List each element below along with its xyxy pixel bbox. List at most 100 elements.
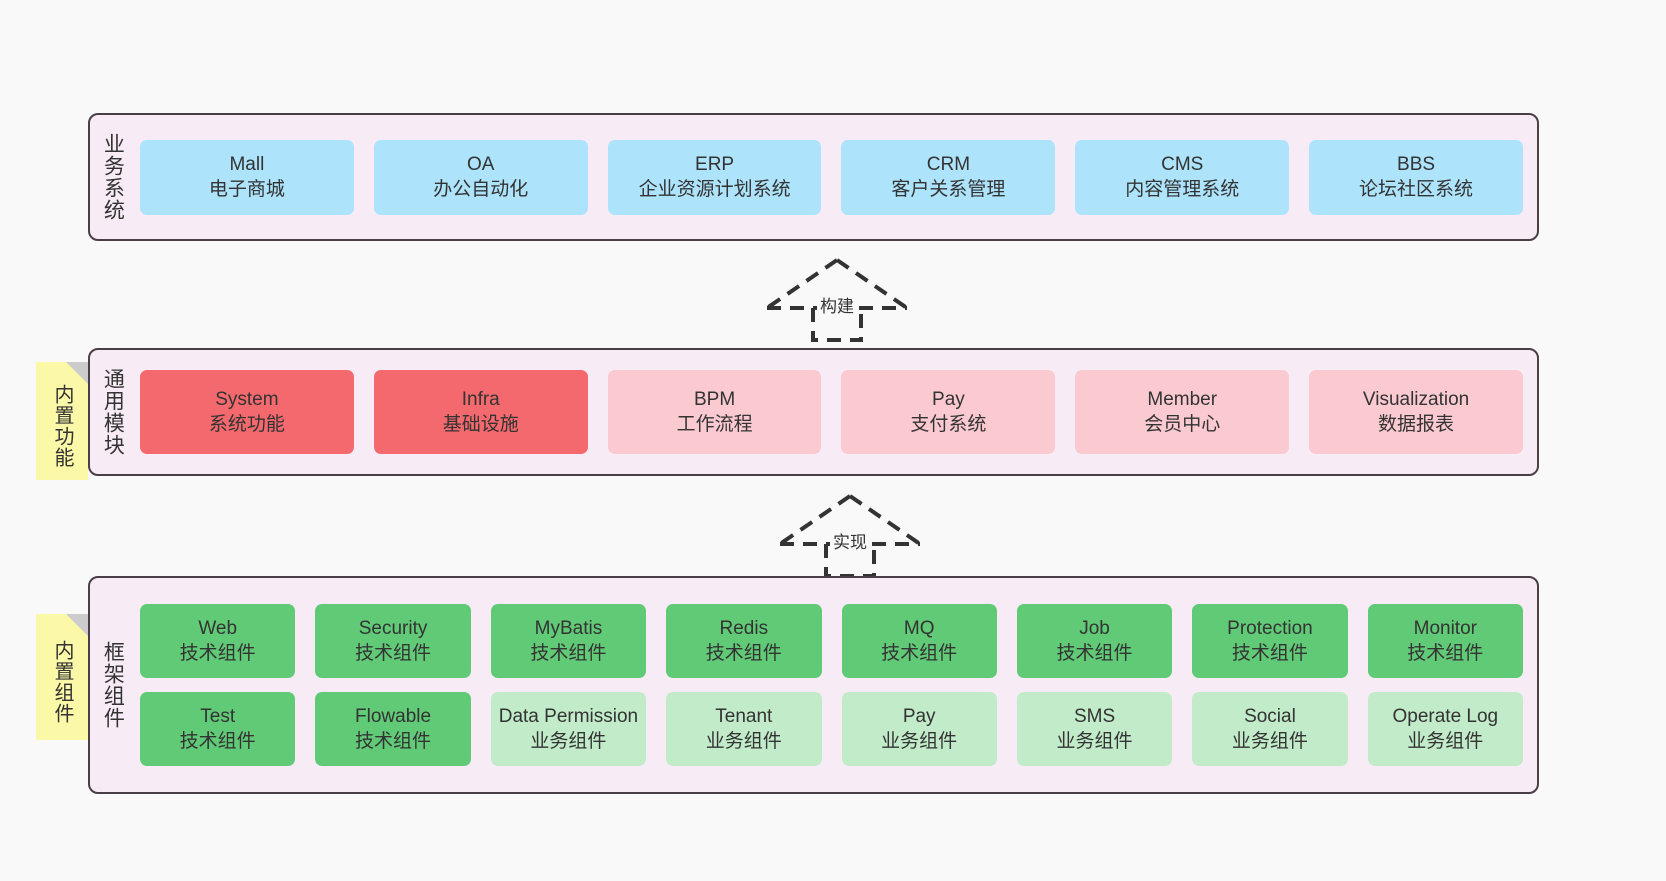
node-cms[interactable]: CMS 内容管理系统	[1075, 139, 1290, 215]
node-monitor-zh: 技术组件	[1407, 643, 1484, 664]
node-flowable-en: Flowable	[355, 705, 432, 727]
node-monitor[interactable]: Monitor 技术组件	[1367, 604, 1523, 678]
row-common-modules: System 系统功能 Infra 基础设施 BPM 工作流程 Pay 支付系统…	[140, 370, 1523, 454]
note-fold-icon	[66, 614, 88, 636]
node-social[interactable]: Social 业务组件	[1192, 692, 1348, 766]
node-pay-component[interactable]: Pay 业务组件	[841, 692, 997, 766]
connector-implement-label: 实现	[830, 528, 870, 553]
node-bbs[interactable]: BBS 论坛社区系统	[1309, 139, 1523, 215]
node-pay-module-en: Pay	[932, 388, 965, 410]
node-protection[interactable]: Protection 技术组件	[1192, 604, 1348, 678]
connector-implement: 实现	[770, 492, 930, 578]
node-flowable[interactable]: Flowable 技术组件	[315, 692, 471, 766]
sticky-note-builtin-components-label: 内置组件	[51, 640, 73, 724]
sticky-note-builtin-functions[interactable]: 内置功能	[36, 362, 88, 480]
node-test-en: Test	[200, 705, 236, 727]
node-web[interactable]: Web 技术组件	[140, 604, 296, 678]
node-mq[interactable]: MQ 技术组件	[841, 604, 997, 678]
layer-title-business-systems: 业务系统	[101, 133, 125, 221]
node-security-zh: 技术组件	[355, 643, 432, 664]
node-infra[interactable]: Infra 基础设施	[373, 370, 588, 454]
node-visualization-en: Visualization	[1362, 388, 1470, 410]
row-business-components: Test 技术组件 Flowable 技术组件 Data Permission …	[140, 692, 1523, 766]
node-operate-log-en: Operate Log	[1392, 705, 1499, 727]
node-erp-en: ERP	[695, 153, 735, 175]
node-monitor-en: Monitor	[1413, 617, 1477, 639]
connector-build-label: 构建	[817, 292, 857, 317]
node-system-en: System	[215, 388, 279, 410]
node-infra-zh: 基础设施	[442, 414, 519, 435]
node-data-permission-zh: 业务组件	[530, 731, 607, 752]
node-test-zh: 技术组件	[179, 731, 256, 752]
layer-title-common-modules: 通用模块	[101, 368, 125, 456]
node-mq-en: MQ	[903, 617, 935, 639]
node-security[interactable]: Security 技术组件	[315, 604, 471, 678]
node-member-en: Member	[1147, 388, 1218, 410]
node-redis-zh: 技术组件	[705, 643, 782, 664]
node-bpm-en: BPM	[693, 388, 736, 410]
node-job[interactable]: Job 技术组件	[1016, 604, 1173, 678]
node-redis[interactable]: Redis 技术组件	[666, 604, 822, 678]
node-infra-en: Infra	[461, 388, 500, 410]
node-tenant[interactable]: Tenant 业务组件	[666, 692, 822, 766]
node-test[interactable]: Test 技术组件	[140, 692, 296, 766]
node-oa[interactable]: OA 办公自动化	[373, 139, 588, 215]
node-visualization-zh: 数据报表	[1378, 414, 1455, 435]
node-member[interactable]: Member 会员中心	[1075, 370, 1290, 454]
node-mall-en: Mall	[229, 153, 265, 175]
node-job-zh: 技术组件	[1056, 643, 1133, 664]
row-business-systems: Mall 电子商城 OA 办公自动化 ERP 企业资源计划系统 CRM 客户关系…	[140, 139, 1523, 215]
row-tech-components: Web 技术组件 Security 技术组件 MyBatis 技术组件 Redi…	[140, 604, 1523, 678]
node-social-zh: 业务组件	[1231, 731, 1308, 752]
sticky-note-builtin-components[interactable]: 内置组件	[36, 614, 88, 740]
node-tenant-zh: 业务组件	[705, 731, 782, 752]
layer-framework-components: 框架组件 Web 技术组件 Security 技术组件 MyBatis 技术组件…	[88, 576, 1539, 794]
node-system[interactable]: System 系统功能	[140, 370, 354, 454]
note-fold-icon	[66, 362, 88, 384]
node-redis-en: Redis	[719, 617, 769, 639]
connector-build: 构建	[757, 256, 917, 342]
node-bbs-en: BBS	[1397, 153, 1436, 175]
node-cms-zh: 内容管理系统	[1125, 179, 1240, 200]
node-crm[interactable]: CRM 客户关系管理	[841, 139, 1056, 215]
node-operate-log-zh: 业务组件	[1407, 731, 1484, 752]
node-sms-zh: 业务组件	[1056, 731, 1133, 752]
layer-body-business-systems: Mall 电子商城 OA 办公自动化 ERP 企业资源计划系统 CRM 客户关系…	[134, 115, 1537, 239]
node-mq-zh: 技术组件	[881, 643, 958, 664]
node-oa-en: OA	[467, 153, 495, 175]
node-cms-en: CMS	[1161, 153, 1204, 175]
node-oa-zh: 办公自动化	[433, 179, 529, 200]
node-security-en: Security	[358, 617, 428, 639]
layer-body-common-modules: System 系统功能 Infra 基础设施 BPM 工作流程 Pay 支付系统…	[134, 350, 1537, 474]
node-erp[interactable]: ERP 企业资源计划系统	[607, 139, 822, 215]
node-mybatis-zh: 技术组件	[530, 643, 607, 664]
node-visualization[interactable]: Visualization 数据报表	[1309, 370, 1523, 454]
node-operate-log[interactable]: Operate Log 业务组件	[1367, 692, 1523, 766]
node-data-permission[interactable]: Data Permission 业务组件	[490, 692, 647, 766]
node-web-en: Web	[198, 617, 238, 639]
node-mall[interactable]: Mall 电子商城	[140, 139, 354, 215]
node-bpm[interactable]: BPM 工作流程	[607, 370, 822, 454]
node-erp-zh: 企业资源计划系统	[638, 179, 791, 200]
node-protection-en: Protection	[1227, 617, 1313, 639]
node-pay-component-en: Pay	[902, 705, 936, 727]
node-mybatis-en: MyBatis	[534, 617, 603, 639]
node-tenant-en: Tenant	[715, 705, 773, 727]
layer-business-systems: 业务系统 Mall 电子商城 OA 办公自动化 ERP 企业资源计划系统 CRM…	[88, 113, 1539, 241]
node-sms-en: SMS	[1073, 705, 1116, 727]
node-member-zh: 会员中心	[1144, 414, 1221, 435]
layer-body-framework-components: Web 技术组件 Security 技术组件 MyBatis 技术组件 Redi…	[134, 578, 1537, 792]
node-bpm-zh: 工作流程	[676, 414, 753, 435]
node-system-zh: 系统功能	[208, 414, 285, 435]
node-pay-module[interactable]: Pay 支付系统	[841, 370, 1056, 454]
node-flowable-zh: 技术组件	[355, 731, 432, 752]
node-bbs-zh: 论坛社区系统	[1359, 179, 1474, 200]
node-job-en: Job	[1079, 617, 1110, 639]
node-protection-zh: 技术组件	[1231, 643, 1308, 664]
node-social-en: Social	[1244, 705, 1296, 727]
node-mybatis[interactable]: MyBatis 技术组件	[490, 604, 647, 678]
node-crm-en: CRM	[926, 153, 971, 175]
node-web-zh: 技术组件	[179, 643, 256, 664]
node-sms[interactable]: SMS 业务组件	[1016, 692, 1173, 766]
